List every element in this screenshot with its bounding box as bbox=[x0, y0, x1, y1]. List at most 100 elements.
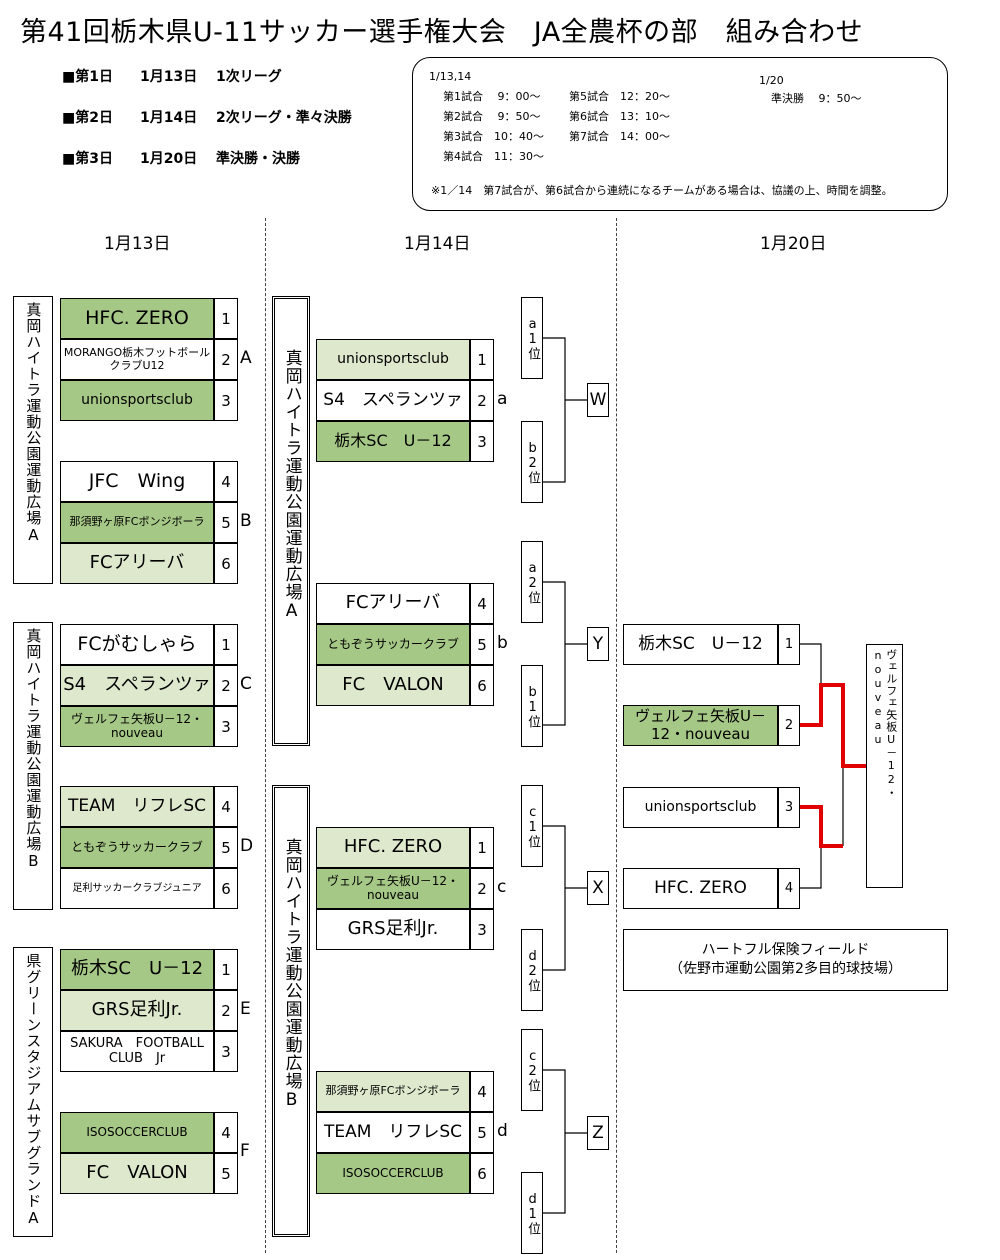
team-number: 6 bbox=[470, 1153, 494, 1194]
rank-label: d2位 bbox=[525, 948, 541, 992]
qf-box-y: Y bbox=[587, 627, 609, 661]
team-number: 1 bbox=[214, 949, 238, 990]
group-label: B bbox=[240, 511, 252, 531]
team-number: 2 bbox=[214, 990, 238, 1031]
team-number: 2 bbox=[214, 665, 238, 706]
schedule-day-label: ■第2日 bbox=[62, 110, 113, 126]
semifinal-number: 4 bbox=[778, 868, 800, 909]
champion-box: ヴェルフェ矢板U－12・nouveau bbox=[866, 644, 903, 888]
column-divider bbox=[265, 218, 266, 1253]
venue-label: 真岡ハイトラ運動公園運動広場A bbox=[281, 349, 302, 622]
team-cell: SAKURA FOOTBALL CLUB Jr bbox=[60, 1031, 214, 1072]
semifinal-team: unionsportsclub bbox=[623, 787, 778, 828]
group-label: b bbox=[497, 633, 508, 653]
team-cell: ヴェルフェ矢板U－12・nouveau bbox=[316, 868, 470, 909]
group-label: a bbox=[497, 389, 508, 409]
team-cell: JFC Wing bbox=[60, 461, 214, 502]
time-dates-day3: 1/20 bbox=[759, 74, 784, 87]
group-label: c bbox=[497, 877, 507, 897]
team-number: 4 bbox=[470, 1071, 494, 1112]
venue-day1-b: 真岡ハイトラ運動公園運動広場B bbox=[13, 622, 53, 910]
time-match4: 第4試合 11：30～ bbox=[443, 150, 544, 163]
team-number: 1 bbox=[214, 624, 238, 665]
team-number: 6 bbox=[214, 543, 238, 584]
team-number: 5 bbox=[214, 827, 238, 868]
rank-box: d2位 bbox=[521, 929, 543, 1011]
team-number: 6 bbox=[214, 868, 238, 909]
time-match5: 第5試合 12：20～ bbox=[569, 90, 670, 103]
team-cell: 栃木SC U－12 bbox=[316, 421, 470, 462]
rank-label: a1位 bbox=[525, 316, 541, 360]
team-cell: 足利サッカークラブジュニア bbox=[60, 868, 214, 909]
team-number: 5 bbox=[214, 502, 238, 543]
time-match1: 第1試合 9：00～ bbox=[443, 90, 541, 103]
team-number: 4 bbox=[470, 583, 494, 624]
rank-box: c1位 bbox=[521, 785, 543, 867]
page-title: 第41回栃木県U-11サッカー選手権大会 JA全農杯の部 組み合わせ bbox=[20, 17, 864, 48]
qf-box-z: Z bbox=[587, 1116, 609, 1150]
semifinal-number: 3 bbox=[778, 787, 800, 828]
team-number: 5 bbox=[470, 624, 494, 665]
rank-box: c2位 bbox=[521, 1029, 543, 1111]
time-match7: 第7試合 14：00～ bbox=[569, 130, 670, 143]
schedule-date: 1月20日 bbox=[140, 151, 198, 167]
schedule-day3: ■第3日 1月20日 準決勝・決勝 bbox=[62, 148, 300, 168]
schedule-desc: 2次リーグ・準々決勝 bbox=[216, 110, 352, 126]
team-cell: S4 スペランツァ bbox=[60, 665, 214, 706]
team-number: 1 bbox=[214, 298, 238, 339]
team-cell: ともぞうサッカークラブ bbox=[60, 827, 214, 868]
team-cell: 栃木SC U－12 bbox=[60, 949, 214, 990]
venue-day1-a: 真岡ハイトラ運動公園運動広場A bbox=[13, 296, 53, 584]
time-note: ※1／14 第7試合が、第6試合から連続になるチームがある場合は、協議の上、時間… bbox=[431, 184, 893, 197]
venue-day1-c: 県グリーンスタジアムサブグランドA bbox=[13, 947, 53, 1237]
match-time-table: 1/13,14 第1試合 9：00～ 第2試合 9：50～ 第3試合 10：40… bbox=[412, 57, 948, 211]
final-venue: ハートフル保険フィールド （佐野市運動公園第2多目的球技場） bbox=[623, 929, 948, 991]
time-match2: 第2試合 9：50～ bbox=[443, 110, 541, 123]
final-venue-name: ハートフル保険フィールド bbox=[701, 942, 870, 959]
team-cell: GRS足利Jr. bbox=[316, 909, 470, 950]
team-cell: HFC. ZERO bbox=[316, 827, 470, 868]
qf-box-w: W bbox=[587, 383, 609, 417]
team-cell: ヴェルフェ矢板U－12・nouveau bbox=[60, 706, 214, 747]
team-cell: GRS足利Jr. bbox=[60, 990, 214, 1031]
rank-box: d1位 bbox=[521, 1172, 543, 1254]
venue-day2-a: 真岡ハイトラ運動公園運動広場A bbox=[272, 296, 310, 746]
team-cell: unionsportsclub bbox=[60, 380, 214, 421]
team-number: 1 bbox=[470, 339, 494, 380]
schedule-desc: 1次リーグ bbox=[216, 69, 282, 85]
semifinal-team: 栃木SC U－12 bbox=[623, 624, 778, 665]
team-cell: FC VALON bbox=[316, 665, 470, 706]
venue-label: 真岡ハイトラ運動公園運動広場B bbox=[281, 838, 302, 1111]
rank-label: d1位 bbox=[525, 1191, 541, 1235]
team-cell: TEAM リフレSC bbox=[316, 1112, 470, 1153]
day-header-2: 1月14日 bbox=[404, 234, 471, 254]
schedule-day-label: ■第3日 bbox=[62, 151, 113, 167]
team-number: 3 bbox=[214, 706, 238, 747]
schedule-desc: 準決勝・決勝 bbox=[216, 151, 300, 167]
semifinal-team: ヴェルフェ矢板U－12・nouveau bbox=[623, 705, 778, 746]
team-cell: 那須野ヶ原FCボンジボーラ bbox=[316, 1071, 470, 1112]
champion-label: ヴェルフェ矢板U－12・nouveau bbox=[871, 649, 898, 799]
team-cell: 那須野ヶ原FCボンジボーラ bbox=[60, 502, 214, 543]
team-cell: ISOSOCCERCLUB bbox=[60, 1112, 214, 1153]
venue-label: 県グリーンスタジアムサブグランドA bbox=[24, 953, 43, 1228]
time-match6: 第6試合 13：10～ bbox=[569, 110, 670, 123]
rank-label: b2位 bbox=[525, 440, 541, 484]
team-number: 3 bbox=[470, 909, 494, 950]
group-label: d bbox=[497, 1121, 508, 1141]
team-cell: ISOSOCCERCLUB bbox=[316, 1153, 470, 1194]
team-cell: HFC. ZERO bbox=[60, 298, 214, 339]
team-cell: FCがむしゃら bbox=[60, 624, 214, 665]
team-number: 2 bbox=[214, 339, 238, 380]
group-label: A bbox=[240, 348, 252, 368]
team-number: 4 bbox=[214, 1112, 238, 1153]
schedule-date: 1月13日 bbox=[140, 69, 198, 85]
group-label: E bbox=[240, 999, 251, 1019]
schedule-day-label: ■第1日 bbox=[62, 69, 113, 85]
schedule-day2: ■第2日 1月14日 2次リーグ・準々決勝 bbox=[62, 107, 352, 127]
schedule-date: 1月14日 bbox=[140, 110, 198, 126]
rank-box: a2位 bbox=[521, 541, 543, 623]
venue-day2-b: 真岡ハイトラ運動公園運動広場B bbox=[272, 785, 310, 1237]
group-label: D bbox=[240, 836, 254, 856]
